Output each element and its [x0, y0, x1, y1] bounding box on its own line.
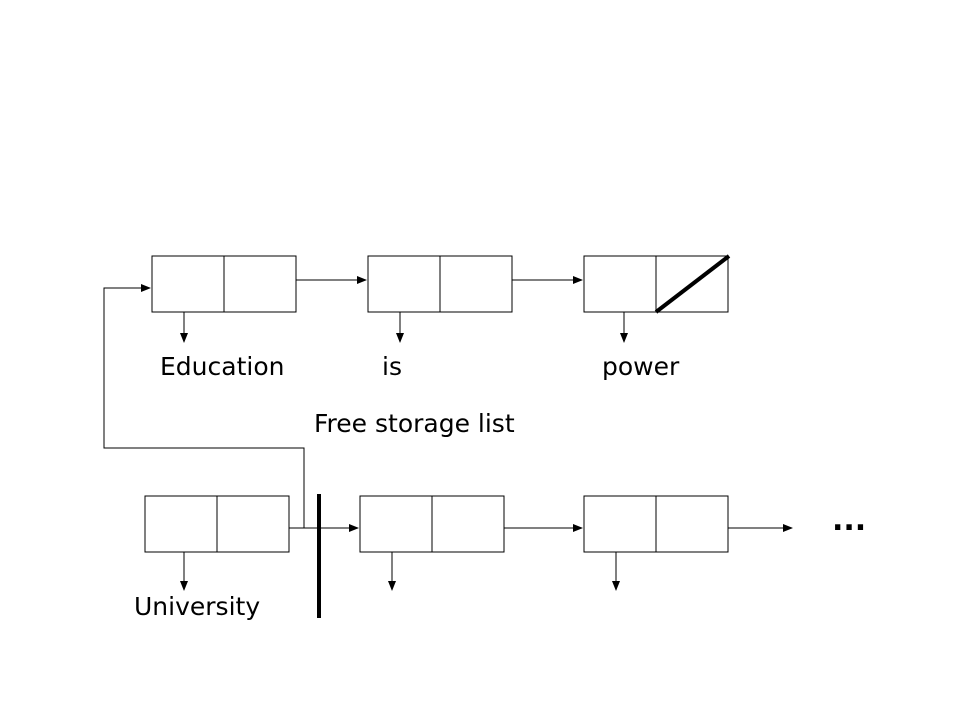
word-power: power: [602, 352, 680, 381]
link-cell: [431, 495, 505, 553]
free-node-2: [583, 495, 729, 553]
free-node-1: [359, 495, 505, 553]
reroute-arrow-university-to-education: [103, 284, 305, 529]
info-cell: [583, 495, 657, 553]
link-cell: [439, 255, 513, 313]
info-cell: [367, 255, 441, 313]
null-pointer-slash: [654, 254, 731, 314]
node-university: [144, 495, 290, 553]
info-cell: [583, 255, 657, 313]
word-is: is: [382, 352, 402, 381]
continuation-ellipsis: ...: [832, 503, 866, 538]
info-cell: [151, 255, 225, 313]
info-cell: [144, 495, 218, 553]
node-is: [367, 255, 513, 313]
info-cell: [359, 495, 433, 553]
free-storage-list-label: Free storage list: [314, 409, 515, 438]
bottom-list: University ...: [103, 284, 866, 621]
top-list: Education is power: [151, 254, 731, 381]
link-cell: [655, 495, 729, 553]
word-education: Education: [160, 352, 284, 381]
node-power: [583, 254, 731, 314]
link-cell: [223, 255, 297, 313]
word-university: University: [134, 592, 260, 621]
link-cell: [216, 495, 290, 553]
node-education: [151, 255, 297, 313]
